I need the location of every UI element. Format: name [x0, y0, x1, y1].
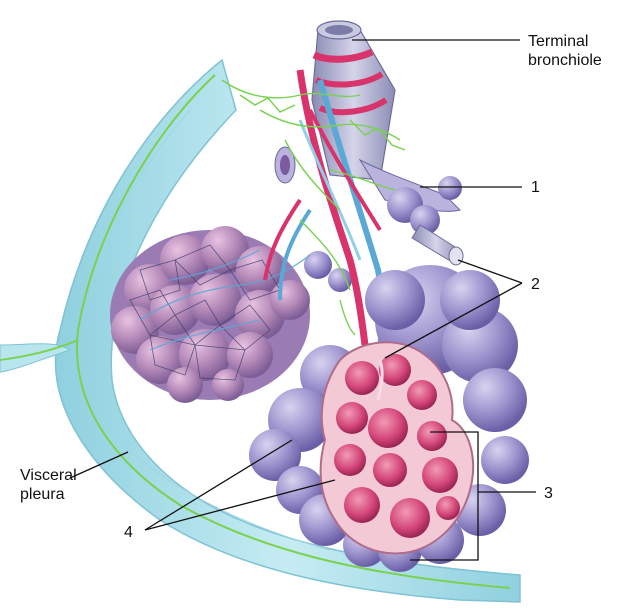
leader-4b [144, 479, 336, 531]
label-2: 2 [531, 276, 540, 293]
label-terminal-bronchiole-line2: bronchiole [528, 52, 602, 69]
label-visceral-pleura-line2: pleura [20, 486, 65, 503]
alveolus-cross-section [319, 341, 475, 555]
visceral-pleura [0, 58, 521, 603]
nerve-fibers [221, 79, 406, 336]
label-terminal-bronchiole-line1: Terminal [528, 33, 589, 50]
capillary-covered-alveolar-sac [110, 226, 311, 403]
leader-2a [457, 259, 523, 284]
leader-2b [384, 282, 523, 359]
leader-lines [69, 39, 536, 561]
label-4: 4 [124, 524, 133, 541]
label-1: 1 [531, 179, 540, 196]
label-terminal-bronchiole: Terminal bronchiole [528, 32, 602, 70]
label-visceral-pleura-line1: Visceral [20, 467, 77, 484]
label-visceral-pleura: Visceral pleura [20, 466, 77, 504]
leader-visceral-pleura [69, 451, 129, 479]
label-3: 3 [544, 485, 553, 502]
leader-4a [144, 439, 293, 531]
leader-3-bracket [410, 431, 479, 561]
terminal-bronchiole [311, 20, 396, 181]
respiratory-bronchiole [274, 146, 464, 292]
